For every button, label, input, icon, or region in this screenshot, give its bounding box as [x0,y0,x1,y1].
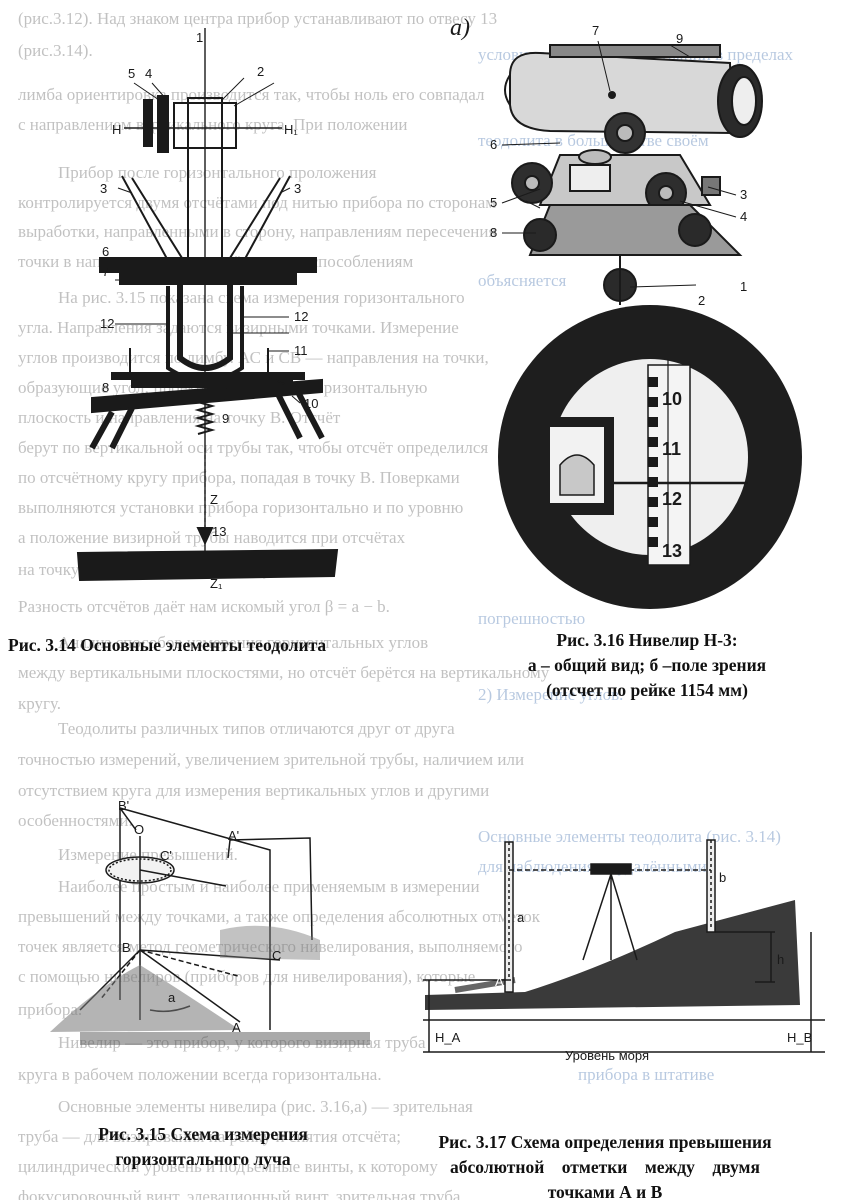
label-Z1: Z₁ [210,576,223,591]
caption-fig-3-16: Рис. 3.16 Нивелир Н-3: а – общий вид; б … [462,628,832,703]
staff-number-12: 12 [662,489,682,509]
label-1: 1 [196,30,203,45]
figure-level-n3: а) [440,5,840,620]
caption-line: Рис. 3.16 Нивелир Н-3: [556,630,738,650]
level-label-8: 8 [490,225,497,240]
caption-line: (отсчет по рейке 1154 мм) [546,680,748,700]
label-H1: H₁ [284,122,298,137]
angle-label-O: O [134,822,144,837]
caption-fig-3-15: Рис. 3.15 Схема измерения горизонтальног… [58,1122,348,1172]
angle-label-A: A [232,1020,241,1035]
level-label-2: 2 [698,293,705,308]
angle-label-C: C [272,948,281,963]
label-2: 2 [257,64,264,79]
label-12b: 12 [294,309,308,324]
label-8: 8 [102,380,109,395]
caption-line: точками А и В [547,1182,663,1200]
height-label-A: A [495,974,504,989]
level-label-5: 5 [490,195,497,210]
label-Z: Z [210,492,218,507]
level-label-7: 7 [592,23,599,38]
height-label-b: b [719,870,726,885]
level-label-4: 4 [740,209,747,224]
caption-line: горизонтального луча [115,1149,291,1169]
label-6: 6 [102,244,109,259]
caption-fig-3-17: Рис. 3.17 Схема определения превышения а… [395,1130,815,1200]
height-label-B: B [693,912,702,927]
staff-number-13: 13 [662,541,682,561]
angle-label-Aprime: A' [228,828,239,843]
caption-fig-3-14: Рис. 3.14 Основные элементы теодолита [8,635,327,655]
height-label-a: a [517,910,525,925]
height-label-HA: H_A [435,1030,461,1045]
caption-line: Рис. 3.15 Схема измерения [98,1124,308,1144]
angle-label-Cprime: C' [160,848,172,863]
staff-number-10: 10 [662,389,682,409]
label-3b: 3 [294,181,301,196]
level-label-1: 1 [740,279,747,294]
bg-line: Основные элементы нивелира (рис. 3.16,а)… [58,1097,473,1116]
bg-line: точностью измерений, увеличением зритель… [18,750,525,769]
angle-label-a: a [168,990,176,1005]
figure-angle-measurement: B' A' O C' C B a A [40,800,420,1050]
label-11: 11 [294,343,308,358]
figure-height-difference: a b B A h H_A H_B Уровень моря [415,820,835,1070]
label-10: 10 [304,396,318,411]
angle-label-B: B [122,940,131,955]
figure-theodolite-elements: 1 2 3 3 4 5 6 7 8 8 9 10 11 12 12 13 H H… [72,28,342,598]
level-diagram: а) [450,15,802,609]
label-5: 5 [128,66,135,81]
staff-number-11: 11 [662,439,681,459]
theodolite-diagram: 1 2 3 3 4 5 6 7 8 8 9 10 11 12 12 13 H H… [76,28,339,591]
label-H: H [112,122,121,137]
label-4: 4 [145,66,152,81]
label-7: 7 [102,264,109,279]
caption-line: а – общий вид; б –поле зрения [527,655,767,675]
angle-label-Bprime: B' [118,800,129,813]
level-label-6: 6 [490,137,497,152]
level-label-3: 3 [740,187,747,202]
caption-line: Рис. 3.17 Схема определения превышения [438,1132,772,1152]
level-label-9: 9 [676,31,683,46]
label-9: 9 [222,411,229,426]
panel-a-label: а) [450,15,470,41]
label-12: 12 [100,316,114,331]
height-label-HB: H_B [787,1030,812,1045]
sea-level-label: Уровень моря [565,1048,649,1063]
label-13: 13 [212,524,226,539]
caption-line: абсолютной отметки между двумя [450,1157,760,1177]
bg-line: Теодолиты различных типов отличаются дру… [58,719,455,738]
label-8b: 8 [294,380,301,395]
height-label-h: h [777,952,784,967]
height-diagram: a b B A h H_A H_B Уровень моря [423,839,825,1063]
label-3: 3 [100,181,107,196]
angle-diagram: B' A' O C' C B a A [50,800,370,1045]
